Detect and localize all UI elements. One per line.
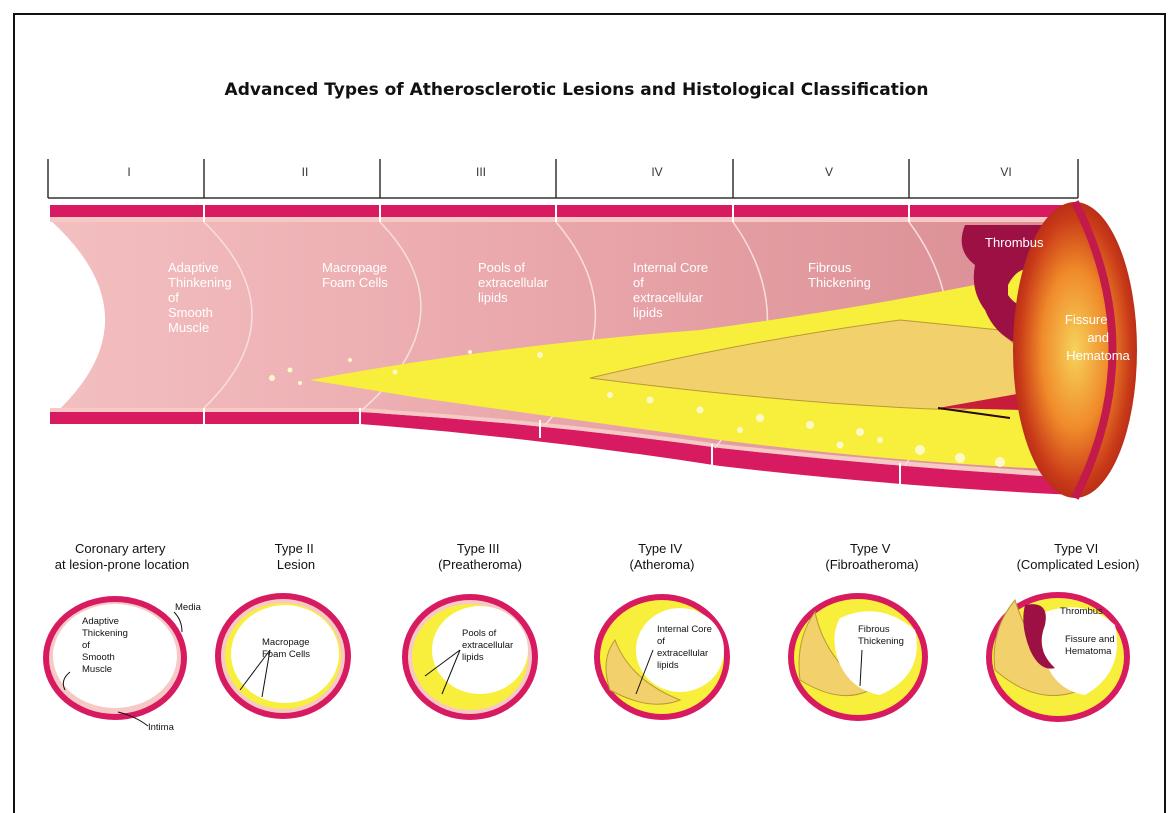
cross-sections: Coronary artery at lesion-prone location… [43,541,1139,733]
stage-label-2: II [302,165,309,179]
cross-section-3: Type III (Preatheroma) Pools of extracel… [402,541,538,720]
stage-label-5: V [825,165,833,179]
section-6-inner: Fissure and Hematoma [1065,634,1117,657]
caption-2: Type II Lesion [275,541,318,572]
section-6-thrombus: Thrombus [1060,606,1103,617]
stage-label-6: VI [1000,165,1011,179]
stage-label-1: I [127,165,130,179]
cross-section-4: Type IV (Atheroma) Internal Core of extr… [594,541,730,720]
label-macropage: Macropage Foam Cells [322,260,391,290]
cross-section-1: Coronary artery at lesion-prone location… [43,541,202,733]
cross-section-6: Type VI (Complicated Lesion) Thrombus Fi… [986,541,1139,722]
caption-4: Type IV (Atheroma) [629,541,694,572]
cross-section-5: Type V (Fibroatheroma) Fibrous Thickenin… [788,541,928,721]
caption-6: Type VI (Complicated Lesion) [1017,541,1140,572]
label-thrombus: Thrombus [985,235,1044,250]
caption-3: Type III (Preatheroma) [438,541,522,572]
stage-label-3: III [476,165,486,179]
label-intima: Intima [148,722,175,733]
cross-section-2: Type II Lesion Macropage Foam Cells [215,541,351,719]
section-2-inner: Macropage Foam Cells [262,637,312,660]
stage-ruler [48,159,1078,198]
artery-longitudinal [50,202,1137,498]
caption-5: Type V (Fibroatheroma) [825,541,918,572]
label-media: Media [175,602,202,613]
stage-label-4: IV [651,165,662,179]
caption-1: Coronary artery at lesion-prone location [55,541,189,572]
